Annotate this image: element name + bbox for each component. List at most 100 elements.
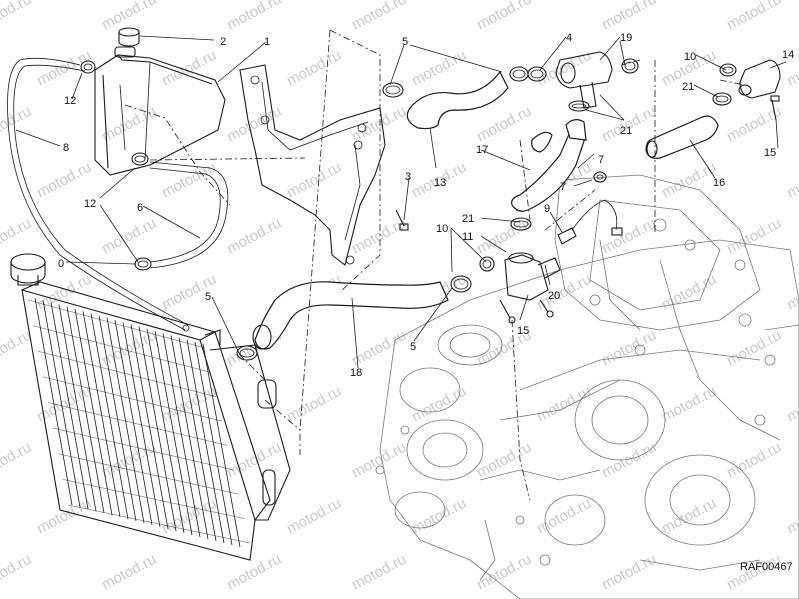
hose-clamps <box>80 58 737 361</box>
radiator-fin <box>82 311 121 518</box>
radiator-fin <box>37 350 217 398</box>
watermark-text: motod.ru <box>474 103 534 146</box>
diagram-code: RAF00467 <box>740 561 793 573</box>
callout-15: 15 <box>764 147 776 159</box>
callout-6: 6 <box>137 202 143 214</box>
callout-5: 5 <box>410 341 416 353</box>
leader-lines <box>15 35 787 369</box>
watermark-text: motod.ru <box>0 103 34 146</box>
watermark-text: motod.ru <box>284 495 344 538</box>
radiator-fin <box>186 339 225 544</box>
watermark-text: motod.ru <box>349 215 409 258</box>
hose-clamp <box>719 63 737 77</box>
hose-clamp-inner <box>83 63 93 71</box>
watermark-text: motod.ru <box>159 159 219 202</box>
watermark-text: motod.ru <box>599 215 659 258</box>
callout-5: 5 <box>402 36 408 48</box>
watermark-text: motod.ru <box>99 215 159 258</box>
watermark-text: motod.ru <box>349 103 409 146</box>
hose-16 <box>645 115 719 159</box>
callout-13: 13 <box>434 177 446 189</box>
hose-clamp <box>593 171 607 183</box>
watermark-text: motod.ru <box>284 383 344 426</box>
watermark-text: motod.ru <box>349 0 409 34</box>
water-fitting <box>504 252 561 301</box>
watermark-text: motod.ru <box>784 383 799 426</box>
hose-clamp-inner <box>453 278 469 290</box>
radiator-fin <box>106 317 145 524</box>
watermark-text: motod.ru <box>99 439 159 482</box>
hose-clamp <box>621 58 639 74</box>
hose-clamp-inner <box>482 259 492 269</box>
watermark-text: motod.ru <box>724 215 784 258</box>
callout-19: 19 <box>620 32 632 44</box>
expansion-tank <box>94 46 226 176</box>
bracket <box>239 64 386 266</box>
watermark-text: motod.ru <box>34 271 94 314</box>
callout-0: 0 <box>58 258 64 270</box>
watermark-text: motod.ru <box>349 439 409 482</box>
hose-13 <box>406 70 509 130</box>
hose-clamp-inner <box>134 155 146 163</box>
watermark-text: motod.ru <box>534 495 594 538</box>
callout-7: 7 <box>598 154 604 166</box>
temperature-sensor <box>557 199 623 245</box>
radiator-fin <box>66 306 105 514</box>
watermark-text: motod.ru <box>284 159 344 202</box>
callout-17: 17 <box>476 144 488 156</box>
watermark-text: motod.ru <box>659 495 719 538</box>
hose-clamp <box>80 60 96 74</box>
hose-clamp-inner <box>624 61 636 71</box>
radiator-core <box>27 297 251 548</box>
watermark-text: motod.ru <box>0 439 34 482</box>
hose-clamp <box>479 256 495 272</box>
callout-14: 14 <box>782 49 794 61</box>
watermark-text: motod.ru <box>659 159 719 202</box>
watermark-text: motod.ru <box>99 103 159 146</box>
watermark-text: motod.ru <box>724 0 784 34</box>
radiator-fin <box>57 453 239 495</box>
callout-10: 10 <box>684 51 696 63</box>
callout-9: 9 <box>544 203 550 215</box>
watermark-text: motod.ru <box>724 103 784 146</box>
watermark-text: motod.ru <box>599 551 659 594</box>
radiator-fin <box>42 376 222 422</box>
radiator-fin <box>114 319 153 526</box>
watermark-text: motod.ru <box>224 551 284 594</box>
callout-labels: 1 2 12 8 12 6 0 3 5 13 4 19 21 17 7 7 9 … <box>58 32 794 379</box>
radiator-fin <box>74 308 113 516</box>
callout-10: 10 <box>436 223 448 235</box>
radiator-fin <box>202 344 241 548</box>
hose-clamp-inner <box>571 103 587 109</box>
hose-clamp <box>131 152 149 166</box>
watermark-text: motod.ru <box>534 383 594 426</box>
watermark-text: motod.ru <box>99 551 159 594</box>
watermark-text: motod.ru <box>0 551 34 594</box>
callout-7: 7 <box>560 181 566 193</box>
callout-12: 12 <box>64 95 76 107</box>
watermark-text: motod.ru <box>34 159 94 202</box>
hose-clamp <box>568 100 590 112</box>
callout-18: 18 <box>350 367 362 379</box>
radiator-fin <box>162 333 201 538</box>
radiator-fin <box>27 299 206 349</box>
watermark-text: motod.ru <box>224 215 284 258</box>
watermark-text: motod.ru <box>224 103 284 146</box>
hose-17 <box>511 131 586 212</box>
watermark-text: motod.ru <box>474 551 534 594</box>
bolts <box>395 95 780 324</box>
watermark-text: motod.ru <box>224 0 284 34</box>
radiator-fin <box>50 302 89 510</box>
watermark-text: motod.ru <box>409 495 469 538</box>
radiator-cap <box>10 253 46 286</box>
radiator-fin <box>32 325 211 373</box>
hose-clamp <box>527 66 547 82</box>
hose-clamp-inner <box>513 220 529 228</box>
callout-21: 21 <box>620 125 632 137</box>
watermark-text: motod.ru <box>784 159 799 202</box>
overflow-hose <box>7 57 186 331</box>
hose-clamp-inner <box>722 66 734 74</box>
radiator-fin <box>42 300 81 508</box>
radiator-fin <box>194 341 233 546</box>
hose-clamp-inner <box>512 69 526 79</box>
